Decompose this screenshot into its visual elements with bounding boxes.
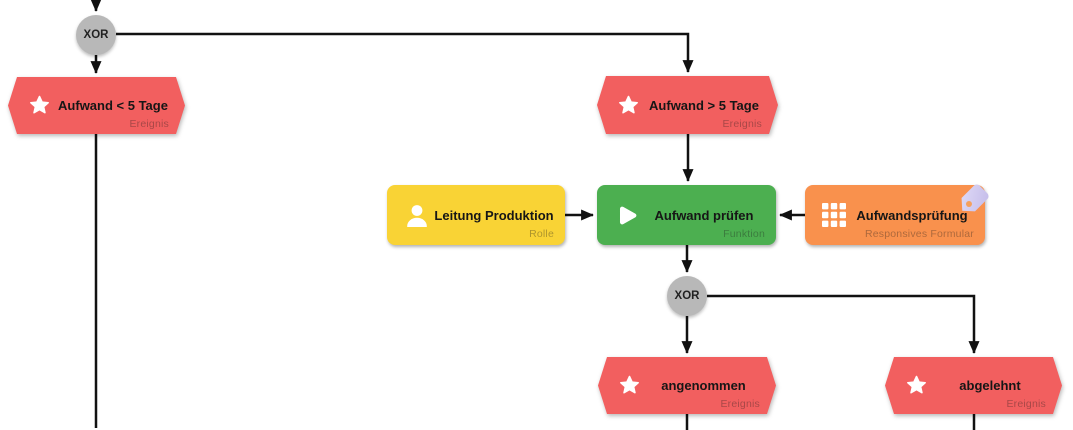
role-label: Leitung Produktion <box>434 207 554 223</box>
function-aufwand-pruefen[interactable]: Aufwand prüfen Funktion <box>597 185 776 245</box>
play-icon <box>613 202 640 229</box>
function-label: Aufwand prüfen <box>654 207 754 223</box>
event-shape: angenommen Ereignis <box>598 357 776 414</box>
person-icon <box>403 201 431 229</box>
event-abgelehnt[interactable]: abgelehnt Ereignis <box>885 357 1062 414</box>
star-icon <box>617 94 640 117</box>
role-type-label: Rolle <box>529 228 554 240</box>
event-label: angenommen <box>661 378 746 393</box>
event-aufwand-kleiner-5-tage[interactable]: Aufwand < 5 Tage Ereignis <box>8 77 185 134</box>
event-label: abgelehnt <box>959 378 1021 393</box>
grid-icon <box>821 202 847 228</box>
gateway-label: XOR <box>674 290 700 302</box>
event-label: Aufwand > 5 Tage <box>649 97 759 113</box>
connector-xor-bottom-to-abgelehnt <box>707 294 980 354</box>
form-type-label: Responsives Formular <box>864 228 974 240</box>
star-icon <box>28 94 51 117</box>
event-label: Aufwand < 5 Tage <box>58 98 168 113</box>
event-shape: Aufwand < 5 Tage Ereignis <box>8 77 185 134</box>
event-type-label: Ereignis <box>720 398 760 410</box>
event-aufwand-groesser-5-tage[interactable]: Aufwand > 5 Tage Ereignis <box>597 76 778 134</box>
connector-xor-top-to-event-gt5 <box>116 32 694 73</box>
gateway-xor-top[interactable]: XOR <box>76 15 116 55</box>
function-type-label: Funktion <box>723 228 765 240</box>
form-aufwandspruefung[interactable]: Aufwandsprüfung Responsives Formular <box>805 185 985 245</box>
event-shape: Aufwand > 5 Tage Ereignis <box>597 76 778 134</box>
event-type-label: Ereignis <box>1006 398 1046 410</box>
gateway-xor-bottom[interactable]: XOR <box>667 276 707 316</box>
star-icon <box>905 374 928 397</box>
role-leitung-produktion[interactable]: Leitung Produktion Rolle <box>387 185 565 245</box>
tag-icon <box>951 174 999 222</box>
event-type-label: Ereignis <box>129 118 169 130</box>
form-label: Aufwandsprüfung <box>856 207 968 223</box>
gateway-label: XOR <box>83 29 109 41</box>
star-icon <box>618 374 641 397</box>
event-type-label: Ereignis <box>722 118 762 130</box>
event-angenommen[interactable]: angenommen Ereignis <box>598 357 776 414</box>
event-shape: abgelehnt Ereignis <box>885 357 1062 414</box>
